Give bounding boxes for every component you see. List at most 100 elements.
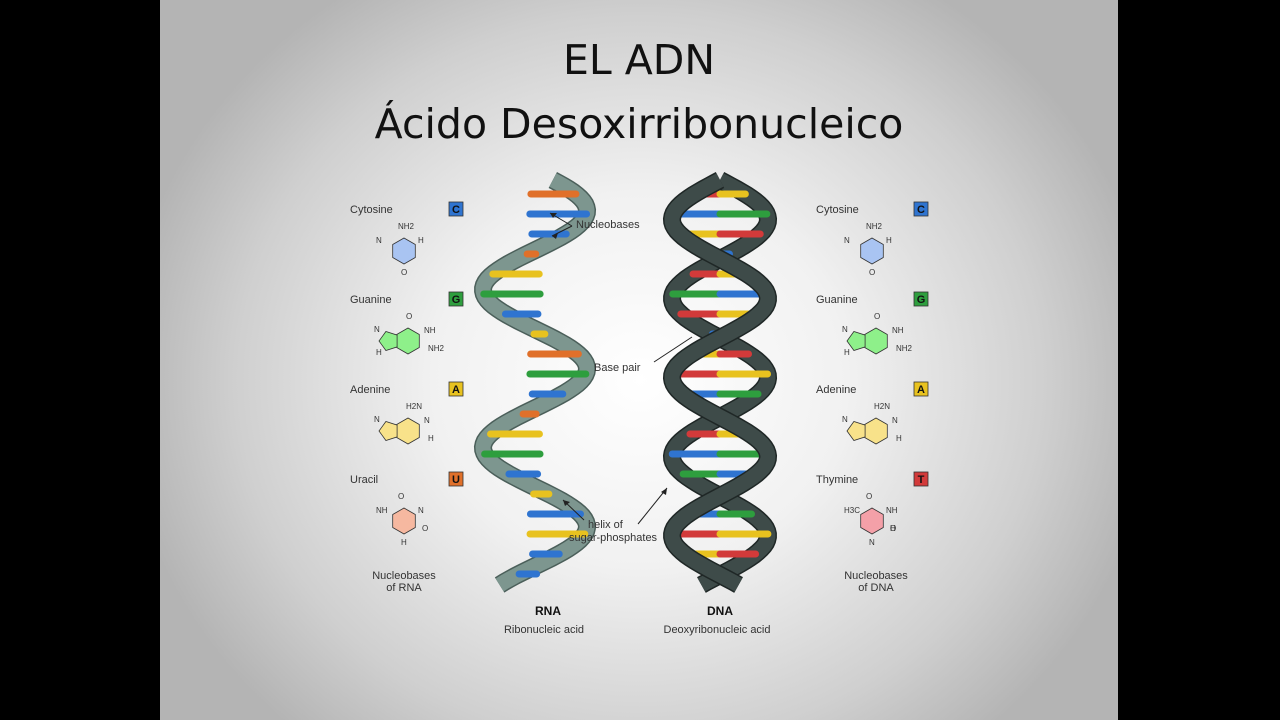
atom-label: N xyxy=(374,415,380,424)
atom-label: H xyxy=(886,236,892,245)
atom-label: O xyxy=(874,312,880,321)
atom-label: O xyxy=(406,312,412,321)
base-name: Cytosine xyxy=(350,204,393,216)
base-letter-badge xyxy=(448,201,464,217)
atom-label: NH2 xyxy=(398,222,415,231)
base-name: Adenine xyxy=(350,384,390,396)
dna-bases-caption-line1: Nucleobases xyxy=(844,570,908,582)
base-letter-badge xyxy=(448,291,464,307)
atom-label: O xyxy=(401,268,407,277)
atom-label: O xyxy=(890,524,896,533)
dna-backbone-b xyxy=(664,173,776,592)
atom-label: O xyxy=(398,492,404,501)
ring xyxy=(846,421,866,441)
ring xyxy=(396,327,420,355)
atom-label: N xyxy=(842,415,848,424)
base-letter-badge xyxy=(448,381,464,397)
base-pair-label: Base pair xyxy=(594,362,641,374)
atom-label: N xyxy=(869,538,875,547)
base-name: Cytosine xyxy=(816,204,859,216)
base-letter-badge xyxy=(448,471,464,487)
dna-backbone-a xyxy=(664,173,776,592)
base-name: Thymine xyxy=(816,474,858,486)
helix-label-line2: sugar-phosphates xyxy=(569,532,658,544)
atom-label: O xyxy=(866,492,872,501)
atom-label: NH xyxy=(376,506,388,515)
rna-title: RNA xyxy=(535,604,561,618)
atom-label: N xyxy=(418,506,424,515)
rna-subtitle: Ribonucleic acid xyxy=(504,624,584,636)
base-letter-badge xyxy=(913,381,929,397)
dna-bases-caption-line2: of DNA xyxy=(858,582,894,594)
atom-label: H2N xyxy=(874,402,890,411)
base-letter-badge xyxy=(913,471,929,487)
atom-label: NH2 xyxy=(428,344,445,353)
slide-subtitle: Ácido Desoxirribonucleico xyxy=(374,100,904,148)
helix-label-line1: helix of xyxy=(588,519,624,531)
atom-label: H xyxy=(418,236,424,245)
nucleobases-label: Nucleobases xyxy=(576,219,640,231)
ring xyxy=(392,237,416,265)
dna-subtitle: Deoxyribonucleic acid xyxy=(664,624,771,636)
nucleobases-callout: Nucleobases xyxy=(549,212,640,239)
base-letter: U xyxy=(452,474,460,486)
ring xyxy=(860,237,884,265)
atom-label: NH2 xyxy=(866,222,883,231)
slide-title: EL ADN xyxy=(562,36,716,84)
rna-bases-caption-line2: of RNA xyxy=(386,582,422,594)
rna-bases-caption-line1: Nucleobases xyxy=(372,570,436,582)
atom-label: N xyxy=(424,416,430,425)
atom-label: H xyxy=(428,434,434,443)
base-name: Guanine xyxy=(350,294,392,306)
dna-title: DNA xyxy=(707,604,733,618)
atom-label: H xyxy=(376,348,382,357)
ring xyxy=(864,417,888,445)
atom-label: N xyxy=(844,236,850,245)
base-letter: C xyxy=(917,204,925,216)
atom-label: H xyxy=(401,538,407,547)
slide: EL ADN Ácido Desoxirribonucleico Cytosin… xyxy=(160,0,1118,720)
ring xyxy=(392,507,416,535)
atom-label: H xyxy=(890,524,896,533)
rna-backbone xyxy=(475,173,595,592)
rna-helix xyxy=(473,172,597,593)
dna-helix xyxy=(662,172,778,593)
atom-label: O xyxy=(422,524,428,533)
atom-label: N xyxy=(374,325,380,334)
atom-label: H xyxy=(896,434,902,443)
helix-callout: helix of sugar-phosphates xyxy=(562,487,668,544)
atom-label: H2N xyxy=(406,402,422,411)
base-letter-badge xyxy=(913,291,929,307)
base-pair-callout: Base pair xyxy=(594,336,693,374)
base-letter: A xyxy=(917,384,925,396)
atom-label: NH xyxy=(892,326,904,335)
base-letter: G xyxy=(917,294,926,306)
atom-label: NH2 xyxy=(896,344,913,353)
base-letter-badge xyxy=(913,201,929,217)
ring xyxy=(846,331,866,351)
base-letter: C xyxy=(452,204,460,216)
atom-label: H xyxy=(844,348,850,357)
base-name: Adenine xyxy=(816,384,856,396)
atom-label: N xyxy=(376,236,382,245)
atom-label: NH xyxy=(886,506,898,515)
base-name: Uracil xyxy=(350,474,378,486)
ring xyxy=(378,421,398,441)
atom-label: O xyxy=(869,268,875,277)
atom-label: H3C xyxy=(844,506,860,515)
